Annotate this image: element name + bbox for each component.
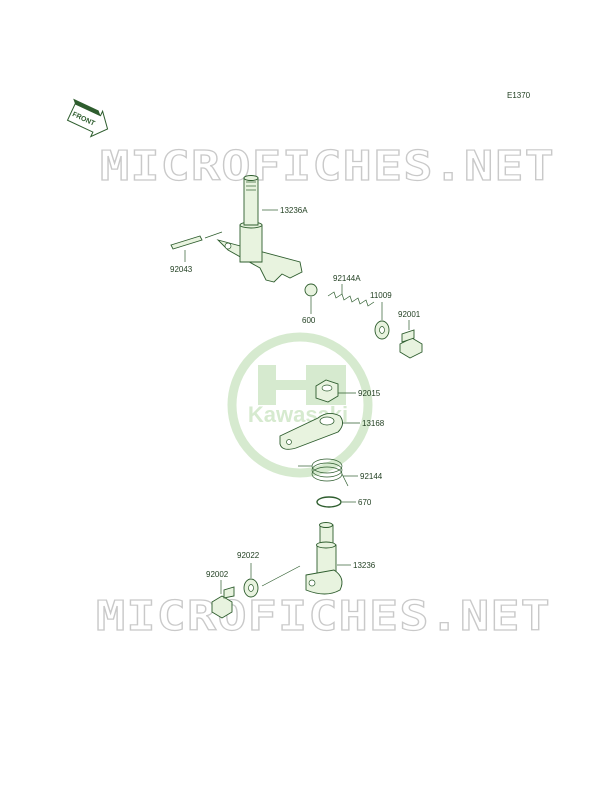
nut-92015	[315, 379, 339, 403]
lever-13168	[279, 413, 343, 450]
torsion-spring-92144	[298, 458, 349, 487]
shaft-13236A	[216, 175, 303, 283]
watermark-bottom: MICROFICHES.NET	[96, 592, 551, 640]
label-13236A: 13236A	[280, 206, 308, 215]
pin-92043	[170, 235, 203, 250]
label-13236: 13236	[353, 561, 376, 570]
label-92001: 92001	[398, 310, 421, 319]
bolt-92001	[399, 329, 423, 359]
washer-11009	[374, 320, 390, 340]
shaft-13236	[305, 522, 343, 595]
spring-92144A	[327, 291, 375, 307]
label-600: 600	[302, 316, 316, 325]
front-arrow-icon: FRONT	[66, 98, 109, 138]
label-92022: 92022	[237, 551, 260, 560]
label-92002: 92002	[206, 570, 229, 579]
bolt-92002	[211, 586, 235, 619]
label-92144: 92144	[360, 472, 383, 481]
ball-600	[304, 283, 318, 297]
label-11009: 11009	[370, 291, 392, 300]
label-92015: 92015	[358, 389, 381, 398]
label-92043: 92043	[170, 265, 193, 274]
watermark-top: MICROFICHES.NET	[100, 142, 555, 190]
washer-92022	[243, 578, 259, 598]
label-13168: 13168	[362, 419, 385, 428]
o-ring-670	[316, 496, 342, 508]
diagram-code: E1370	[507, 91, 531, 100]
label-92144A: 92144A	[333, 274, 361, 283]
label-670: 670	[358, 498, 372, 507]
kawasaki-logo: Kawasaki	[227, 332, 373, 478]
